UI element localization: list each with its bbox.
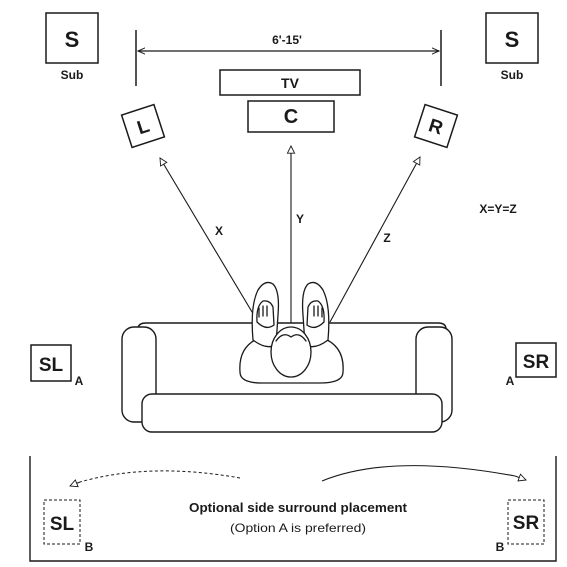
tv-box [219,69,361,96]
distance-label: 6'-15' [272,33,302,47]
surround-right-a-box [515,342,557,378]
listener-left-hand [256,300,275,329]
surround-left-a-option: A [75,374,84,388]
surround-right-a-option: A [506,374,515,388]
front-right-label: R [426,115,446,139]
center-speaker: C [247,100,335,133]
front-right-box [413,103,459,149]
subwoofer-right-box [485,12,539,64]
optional-placement-title: Optional side surround placement [189,500,408,515]
surround-left-b-option: B [85,540,94,554]
front-right-speaker: R [413,103,459,149]
subwoofer-right-letter: S [505,27,520,52]
subwoofer-left-letter: S [65,27,80,52]
subwoofer-right-caption: Sub [501,68,524,82]
surround-right-b: SR B [496,499,545,554]
curve-arrow-right-head [514,476,526,480]
sofa-seat [141,393,443,433]
curve-arrow-right [321,465,516,482]
listener-head [270,326,312,378]
subwoofer-right: S Sub [485,12,539,82]
surround-left-b-box [43,499,81,545]
listener-right-hand [306,300,325,329]
optional-panel-frame [29,456,557,562]
tv-screen: TV [219,69,361,96]
ray-z [329,157,421,323]
optional-placement-note: (Option A is preferred) [230,521,366,535]
surround-left-b-label: SL [50,514,75,535]
ray-x [160,158,259,323]
subwoofer-left-box [45,12,99,64]
subwoofer-left-caption: Sub [61,68,84,82]
listener-hair [275,334,307,342]
center-speaker-label: C [284,106,298,128]
listener-left-fingers [258,305,268,318]
front-left-box [120,103,166,149]
front-left-speaker: L [120,103,166,149]
surround-left-b: SL B [43,499,94,554]
surround-right-a-label: SR [523,352,550,373]
ray-y-label: Y [296,212,304,226]
surround-right-a: SR A [506,342,557,388]
surround-left-a-label: SL [39,355,64,376]
curve-arrow-left-head [70,482,81,486]
surround-right-b-label: SR [513,513,540,534]
ray-z-label: Z [383,231,390,245]
center-speaker-box [247,100,335,133]
surround-left-a-box [30,344,72,382]
ray-x-label: X [215,224,223,238]
optional-placement-panel: Optional side surround placement (Option… [29,456,557,562]
tv-label: TV [281,75,300,91]
surround-left-a: SL A [30,344,84,388]
equation-label: X=Y=Z [479,202,516,216]
surround-right-b-box [507,499,545,545]
surround-right-b-option: B [496,540,505,554]
listener-figure [239,281,344,384]
subwoofer-left: S Sub [45,12,99,82]
listening-rays: X Y Z [160,146,421,330]
curve-arrow-left-dashed [79,470,241,483]
distance-dimension: 6'-15' [135,30,442,86]
listener-right-fingers [313,305,323,318]
